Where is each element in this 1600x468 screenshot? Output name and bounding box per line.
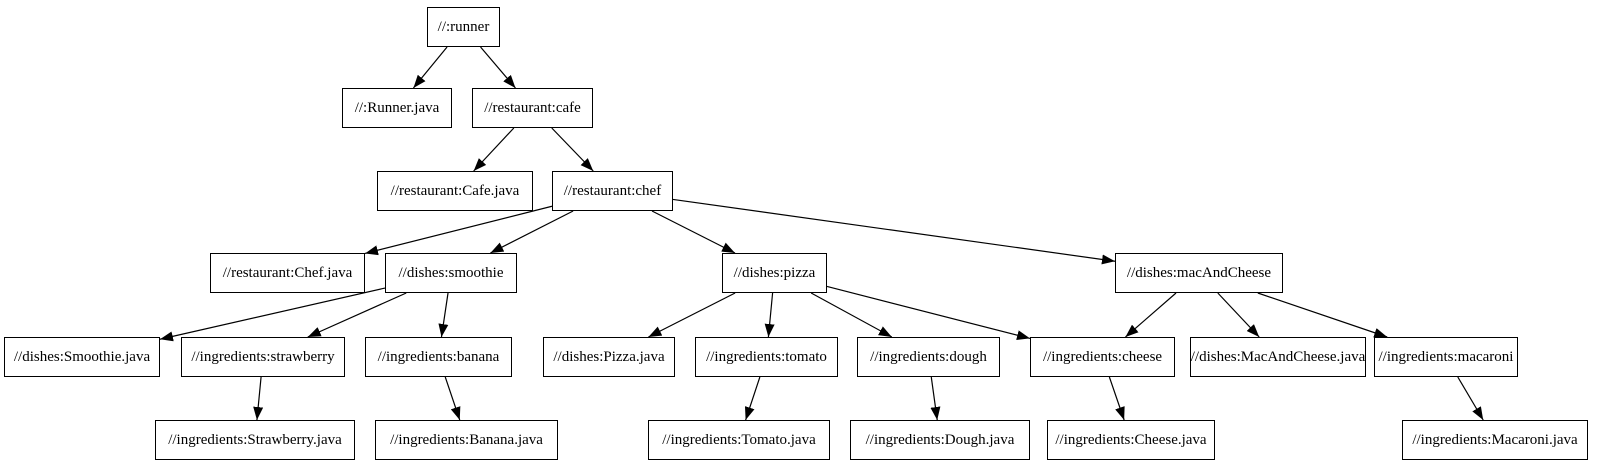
edge-cafe-to-cafe-java xyxy=(473,127,515,172)
edge-macaroni-to-macaroni-java xyxy=(1457,376,1484,421)
node-mac-and-cheese-java: //dishes:MacAndCheese.java xyxy=(1190,337,1366,377)
edge-chef-to-smoothie xyxy=(490,210,574,254)
node-runner-java: //:Runner.java xyxy=(342,88,452,128)
node-tomato-java: //ingredients:Tomato.java xyxy=(648,420,830,460)
edge-chef-to-pizza xyxy=(651,210,736,254)
node-smoothie-java: //dishes:Smoothie.java xyxy=(4,337,160,377)
node-cheese-java: //ingredients:Cheese.java xyxy=(1047,420,1215,460)
edge-pizza-to-pizza-java xyxy=(648,292,736,338)
node-chef: //restaurant:chef xyxy=(552,171,673,211)
node-dough-java: //ingredients:Dough.java xyxy=(850,420,1030,460)
node-macaroni: //ingredients:macaroni xyxy=(1374,337,1518,377)
edge-smoothie-to-banana xyxy=(438,292,449,338)
node-pizza-java: //dishes:Pizza.java xyxy=(543,337,675,377)
node-cafe: //restaurant:cafe xyxy=(472,88,593,128)
edge-mac-and-cheese-to-cheese xyxy=(1125,292,1177,338)
node-strawberry-java: //ingredients:Strawberry.java xyxy=(155,420,355,460)
edge-pizza-to-tomato xyxy=(764,292,775,338)
node-cafe-java: //restaurant:Cafe.java xyxy=(377,171,533,211)
edge-pizza-to-dough xyxy=(810,292,893,338)
edge-strawberry-to-strawberry-java xyxy=(253,376,264,421)
node-strawberry: //ingredients:strawberry xyxy=(181,337,345,377)
edge-pizza-to-cheese xyxy=(826,285,1031,341)
node-dough: //ingredients:dough xyxy=(857,337,1000,377)
edge-smoothie-to-strawberry xyxy=(307,292,407,338)
edge-runner-to-cafe xyxy=(480,46,516,89)
edge-banana-to-banana-java xyxy=(444,376,461,421)
edge-mac-and-cheese-to-mac-and-cheese-java xyxy=(1217,292,1260,338)
edge-dough-to-dough-java xyxy=(930,376,941,421)
node-mac-and-cheese: //dishes:macAndCheese xyxy=(1115,253,1283,293)
edge-smoothie-to-smoothie-java xyxy=(159,287,386,342)
edge-tomato-to-tomato-java xyxy=(744,376,761,421)
node-banana-java: //ingredients:Banana.java xyxy=(375,420,558,460)
node-smoothie: //dishes:smoothie xyxy=(385,253,517,293)
node-macaroni-java: //ingredients:Macaroni.java xyxy=(1402,420,1588,460)
node-runner: //:runner xyxy=(427,7,500,47)
edge-chef-to-chef-java xyxy=(364,205,553,256)
edge-cheese-to-cheese-java xyxy=(1108,376,1125,421)
edge-cafe-to-chef xyxy=(551,127,594,172)
edges-group xyxy=(159,46,1484,421)
node-chef-java: //restaurant:Chef.java xyxy=(210,253,365,293)
edge-mac-and-cheese-to-macaroni xyxy=(1257,292,1388,338)
node-cheese: //ingredients:cheese xyxy=(1030,337,1175,377)
node-banana: //ingredients:banana xyxy=(365,337,512,377)
node-tomato: //ingredients:tomato xyxy=(695,337,838,377)
edge-chef-to-mac-and-cheese xyxy=(672,198,1116,265)
edge-runner-to-runner-java xyxy=(412,46,448,89)
node-pizza: //dishes:pizza xyxy=(722,253,827,293)
